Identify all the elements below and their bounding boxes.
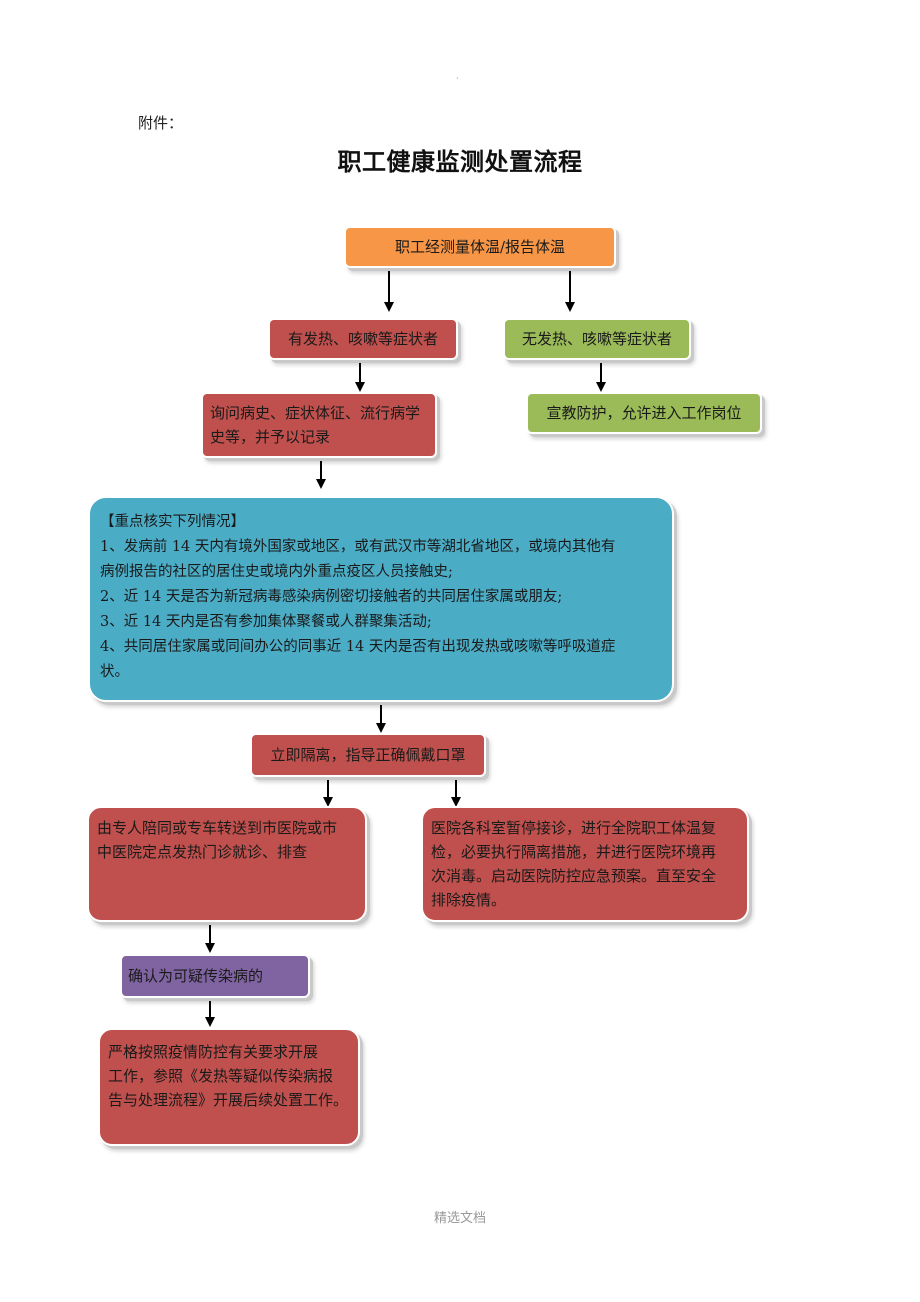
node-educate-label: 宣教防护，允许进入工作岗位	[546, 404, 742, 422]
node-verify-heading: 【重点核实下列情况】	[100, 514, 245, 530]
node-verify-line-1: 1、发病前 14 天内有境外国家或地区，或有武汉市等湖北省地区，或境内其他有	[100, 539, 616, 555]
node-followup-line-2: 工作，参照《发热等疑似传染病报	[108, 1067, 334, 1085]
node-verify-line-4: 3、近 14 天内是否有参加集体聚餐或人群聚集活动;	[100, 614, 432, 630]
node-inquire-history: 询问病史、症状体征、流行病学 史等，并予以记录	[201, 392, 437, 458]
node-hospital-measures: 医院各科室暂停接诊，进行全院职工体温复 检，必要执行隔离措施，并进行医院环境再 …	[421, 806, 749, 922]
attachment-label: 附件：	[138, 114, 184, 132]
node-no-symptoms: 无发热、咳嗽等症状者	[503, 318, 691, 360]
node-verify-line-3: 2、近 14 天是否为新冠病毒感染病例密切接触者的共同居住家属或朋友;	[100, 589, 563, 605]
node-suspected-infection: 确认为可疑传染病的	[120, 954, 310, 998]
node-has-symptoms-label: 有发热、咳嗽等症状者	[287, 330, 438, 348]
node-verify-line-2: 病例报告的社区的居住史或境内外重点疫区人员接触史;	[100, 564, 453, 580]
footer-label: 精选文档	[433, 1211, 486, 1226]
node-key-verification: 【重点核实下列情况】 1、发病前 14 天内有境外国家或地区，或有武汉市等湖北省…	[88, 496, 674, 702]
node-followup-line-3: 告与处理流程》开展后续处置工作。	[108, 1091, 349, 1109]
node-isolate-mask: 立即隔离，指导正确佩戴口罩	[250, 733, 486, 777]
header-dot: ·	[456, 74, 459, 84]
node-transfer-fever-clinic: 由专人陪同或专车转送到市医院或市 中医院定点发热门诊就诊、排查	[87, 806, 367, 922]
node-has-symptoms: 有发热、咳嗽等症状者	[268, 318, 458, 360]
node-hospital-line-1: 医院各科室暂停接诊，进行全院职工体温复	[431, 819, 717, 837]
node-measure-temperature: 职工经测量体温/报告体温	[344, 226, 616, 268]
node-inquire-line-1: 询问病史、症状体征、流行病学	[210, 404, 421, 422]
node-verify-line-6: 状。	[100, 664, 129, 680]
node-hospital-line-4: 排除疫情。	[431, 891, 507, 909]
node-follow-up-procedure: 严格按照疫情防控有关要求开展 工作，参照《发热等疑似传染病报 告与处理流程》开展…	[98, 1028, 360, 1146]
node-measure-temperature-label: 职工经测量体温/报告体温	[394, 238, 566, 256]
node-hospital-line-3: 次消毒。启动医院防控应急预案。直至安全	[431, 867, 717, 885]
node-transfer-line-1: 由专人陪同或专车转送到市医院或市	[97, 819, 338, 837]
node-suspected-label: 确认为可疑传染病的	[128, 967, 264, 985]
page-title: 职工健康监测处置流程	[337, 148, 583, 176]
node-isolate-label: 立即隔离，指导正确佩戴口罩	[270, 746, 466, 764]
node-hospital-line-2: 检，必要执行隔离措施，并进行医院环境再	[431, 843, 717, 861]
node-inquire-line-2: 史等，并予以记录	[210, 428, 331, 446]
node-followup-line-1: 严格按照疫情防控有关要求开展	[108, 1043, 319, 1061]
node-verify-line-5: 4、共同居住家属或同间办公的同事近 14 天内是否有出现发热或咳嗽等呼吸道症	[100, 639, 616, 655]
node-transfer-line-2: 中医院定点发热门诊就诊、排查	[97, 843, 308, 861]
node-educate-allow-work: 宣教防护，允许进入工作岗位	[526, 392, 762, 434]
node-no-symptoms-label: 无发热、咳嗽等症状者	[521, 330, 672, 348]
